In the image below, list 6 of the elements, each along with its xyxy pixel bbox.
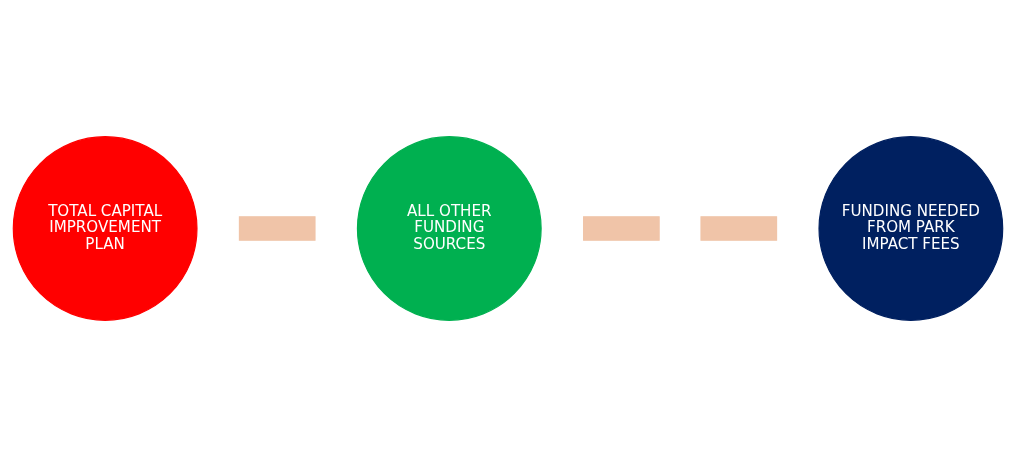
node-bar — [238, 216, 316, 241]
node-bar — [583, 216, 660, 241]
node-bar — [700, 216, 778, 241]
node-circle: TOTAL CAPITAL IMPROVEMENT PLAN — [12, 136, 198, 321]
node-circle: ALL OTHER FUNDING SOURCES — [356, 136, 542, 321]
node-circle: FUNDING NEEDED FROM PARK IMPACT FEES — [818, 136, 1004, 321]
